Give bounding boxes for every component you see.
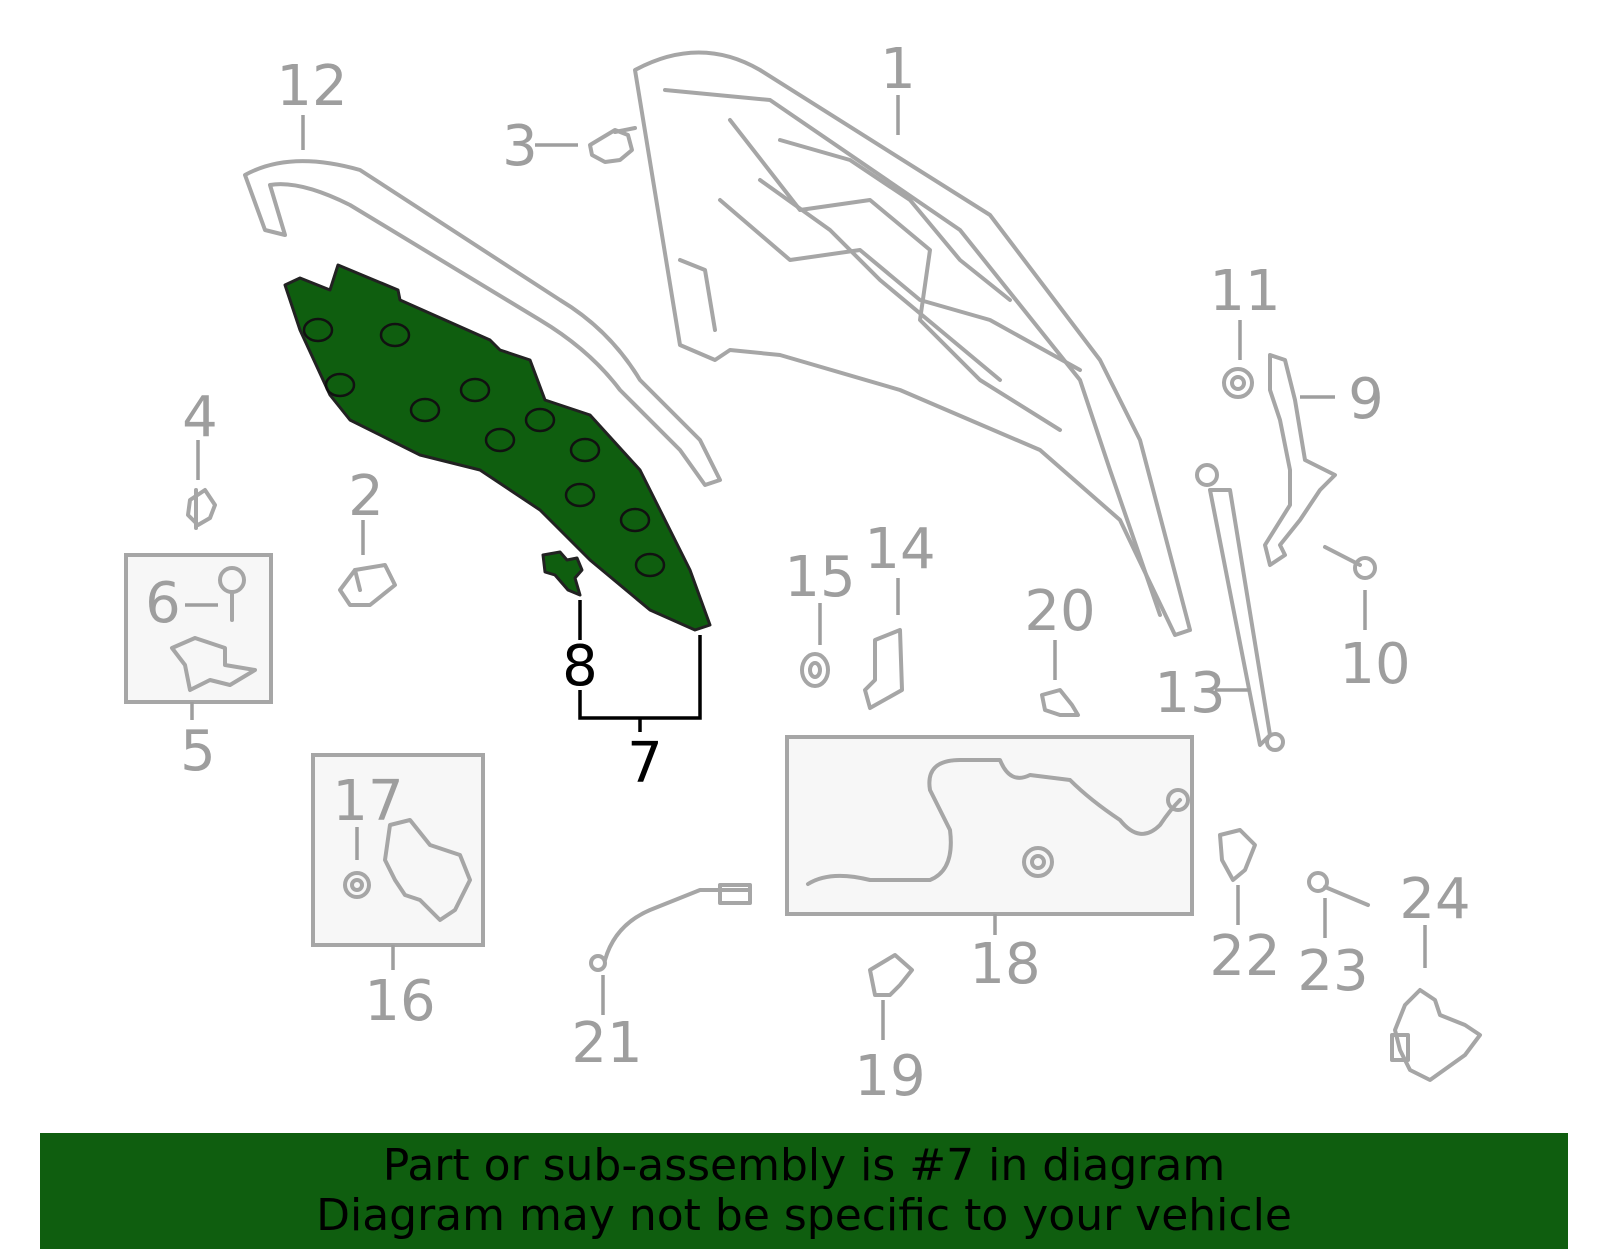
callout-8: 8 <box>562 634 598 699</box>
callout-23: 23 <box>1297 939 1368 1004</box>
nut-part-17 <box>343 871 371 899</box>
seal-strip-part <box>243 159 722 487</box>
callout-11: 11 <box>1209 259 1280 324</box>
callout-7: 7 <box>627 731 663 796</box>
banner-line-1: Part or sub-assembly is #7 in diagram <box>382 1140 1226 1191</box>
box-group-18 <box>785 735 1194 916</box>
callout-18: 18 <box>969 932 1040 997</box>
release-cable-part-18 <box>806 758 1190 886</box>
callout-1: 1 <box>880 37 916 102</box>
bolt-part-23 <box>1307 871 1370 907</box>
callout-labels: 1 3 12 4 2 6 5 11 9 10 13 15 14 20 17 16… <box>145 37 1470 1109</box>
gas-strut-part-13 <box>1195 463 1285 752</box>
box-group-16 <box>311 753 485 947</box>
callout-16: 16 <box>364 969 435 1034</box>
bumper-part-20 <box>1040 688 1080 717</box>
box-group-5 <box>124 553 273 704</box>
bumper-part-3 <box>588 126 637 164</box>
callout-13: 13 <box>1154 661 1225 726</box>
callout-24: 24 <box>1399 867 1470 932</box>
bolt-part-6 <box>218 566 246 622</box>
callout-20: 20 <box>1024 579 1095 644</box>
clip-part-4 <box>186 488 217 530</box>
callout-2: 2 <box>348 464 384 529</box>
hood-part <box>633 50 1192 637</box>
callout-5: 5 <box>180 719 216 784</box>
leader-lines <box>185 95 1427 1040</box>
nut-part-15 <box>800 652 830 688</box>
callout-15: 15 <box>784 545 855 610</box>
hood-insulator-highlighted <box>283 263 712 632</box>
hinge-part-9 <box>1263 353 1337 567</box>
banner-line-2: Diagram may not be specific to your vehi… <box>316 1190 1292 1241</box>
insulator-clip-highlighted <box>541 550 584 597</box>
callout-22: 22 <box>1209 924 1280 989</box>
bolt-part-10 <box>1323 545 1377 580</box>
bracket-part-16 <box>383 818 472 922</box>
callout-21: 21 <box>571 1011 642 1076</box>
info-banner: Part or sub-assembly is #7 in diagram Di… <box>40 1133 1568 1249</box>
callout-10: 10 <box>1339 632 1410 697</box>
bracket-part-14 <box>863 628 904 710</box>
parts-diagram: 1 3 12 4 2 6 5 11 9 10 13 15 14 20 17 16… <box>124 37 1482 1109</box>
latch-part-24 <box>1390 988 1482 1082</box>
nut-part-11 <box>1222 367 1254 399</box>
callout-4: 4 <box>182 385 218 450</box>
callout-12: 12 <box>276 54 347 119</box>
clip-part-19 <box>868 953 914 997</box>
clip-part-22 <box>1218 828 1257 882</box>
bumper-part-2 <box>338 563 397 607</box>
cable-part-21 <box>589 883 752 972</box>
callout-6: 6 <box>145 571 181 636</box>
callout-3: 3 <box>502 114 538 179</box>
bracket-part-5 <box>170 636 257 692</box>
callout-17: 17 <box>332 769 403 834</box>
callout-19: 19 <box>854 1044 925 1109</box>
callout-9: 9 <box>1348 367 1384 432</box>
callout-14: 14 <box>864 517 935 582</box>
